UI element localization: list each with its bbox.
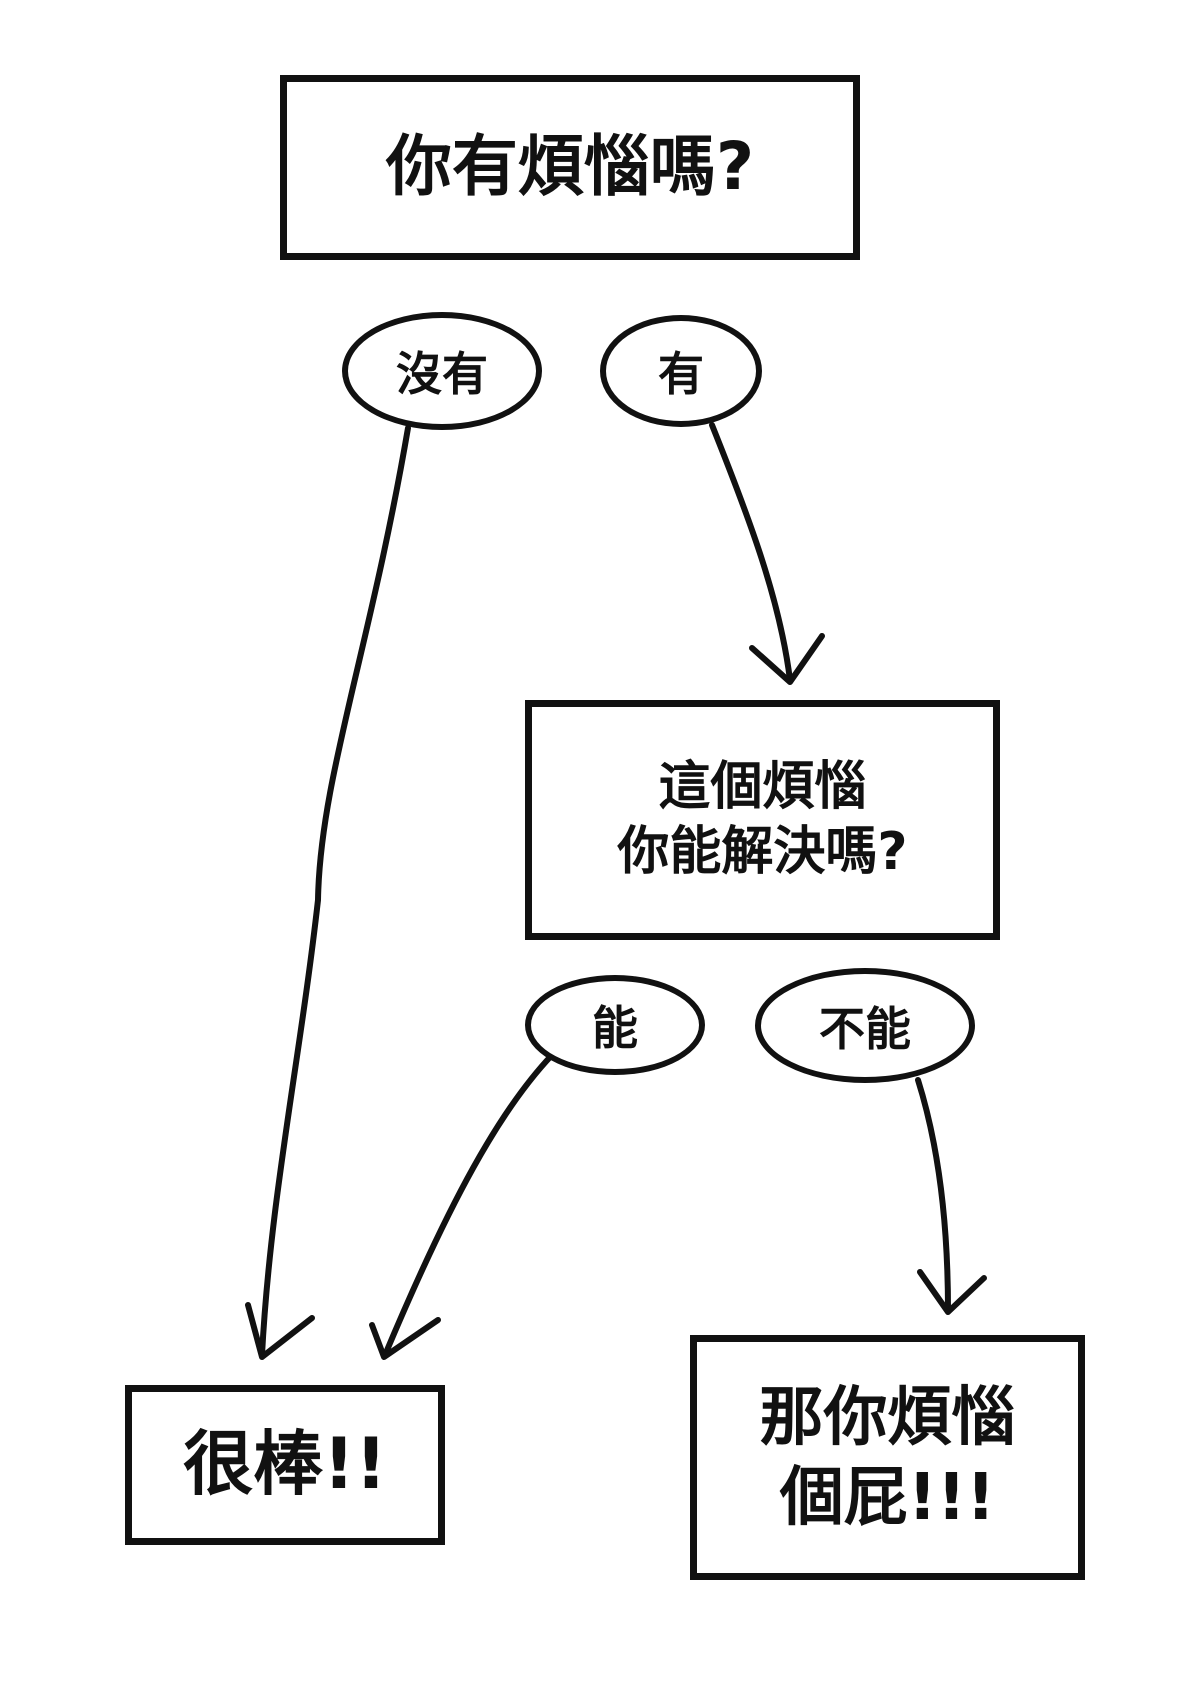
arrowhead-yes-to-q2 <box>749 633 825 685</box>
edge-label-no: 沒有 <box>342 312 542 430</box>
arrowhead-no-to-good <box>245 1302 315 1360</box>
arrowhead-can-to-good <box>369 1317 441 1360</box>
question-box-1: 你有煩惱嗎? <box>280 75 860 260</box>
edge-label-cannot: 不能 <box>755 968 975 1083</box>
arrow-cannot-to-pointless <box>915 1077 951 1313</box>
edge-label-no-text: 沒有 <box>396 347 488 401</box>
edge-label-can-text: 能 <box>592 1001 638 1055</box>
arrow-no-to-good <box>259 425 411 1358</box>
question-1-text: 你有煩惱嗎? <box>385 128 755 206</box>
edge-label-yes: 有 <box>600 315 762 427</box>
result-box-good: 很棒!! <box>125 1385 445 1545</box>
edge-label-can: 能 <box>525 975 705 1075</box>
question-2-text: 這個煩惱 你能解決嗎? <box>617 757 908 882</box>
edge-label-yes-text: 有 <box>658 347 704 401</box>
arrowhead-cannot-to-pointless <box>917 1269 987 1315</box>
arrow-can-to-good <box>382 1052 555 1358</box>
arrow-yes-to-q2 <box>709 422 793 683</box>
question-box-2: 這個煩惱 你能解決嗎? <box>525 700 1000 940</box>
result-box-pointless: 那你煩惱 個屁!!! <box>690 1335 1085 1580</box>
result-good-text: 很棒!! <box>183 1423 387 1506</box>
edge-label-cannot-text: 不能 <box>819 1001 911 1056</box>
result-pointless-text: 那你煩惱 個屁!!! <box>759 1380 1016 1535</box>
